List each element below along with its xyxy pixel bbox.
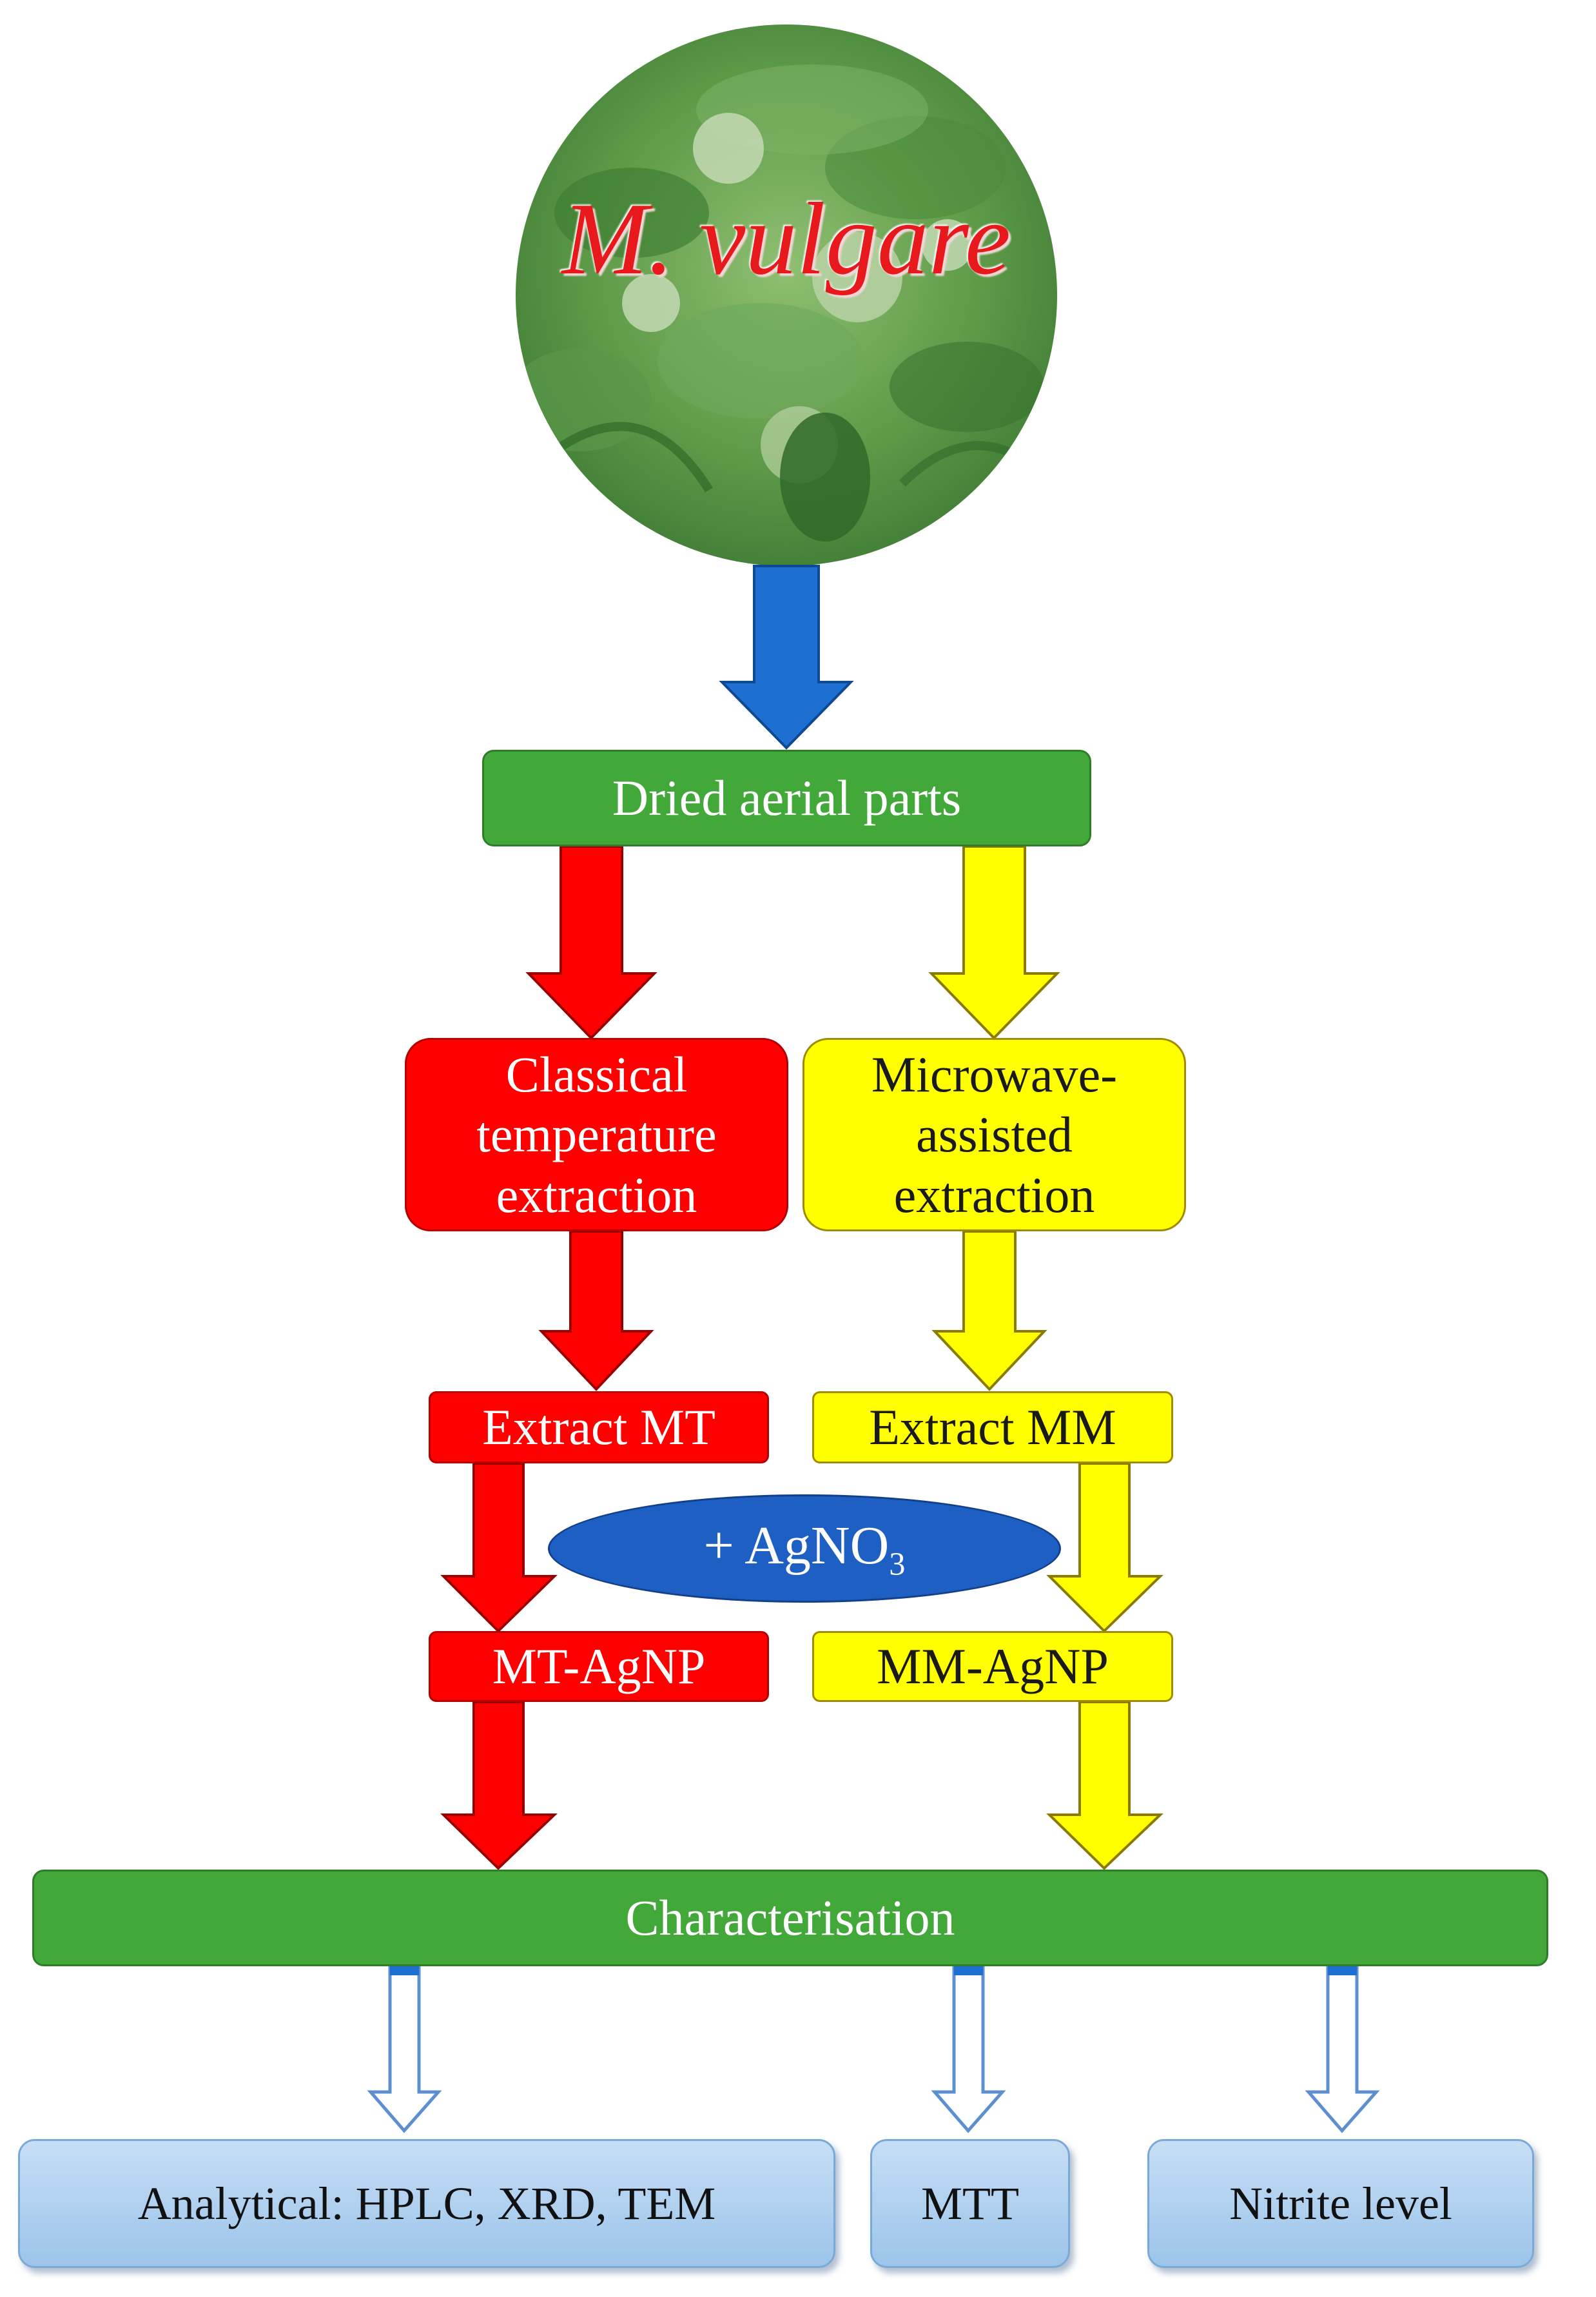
agno3-reagent-ellipse: + AgNO3 bbox=[548, 1494, 1061, 1603]
arrow-to-mtt bbox=[931, 1964, 1006, 2133]
arrow-microwave-to-extract-mm bbox=[931, 1230, 1047, 1391]
classical-line-1: Classical bbox=[505, 1046, 688, 1102]
agno3-label: + AgNO3 bbox=[703, 1516, 906, 1582]
mtt-label: MTT bbox=[921, 2178, 1019, 2229]
mt-agnp-box: MT-AgNP bbox=[429, 1631, 769, 1702]
analytical-box: Analytical: HPLC, XRD, TEM bbox=[18, 2139, 835, 2268]
dried-aerial-parts-box: Dried aerial parts bbox=[482, 750, 1091, 846]
arrow-to-analytical bbox=[367, 1964, 442, 2133]
analytical-label: Analytical: HPLC, XRD, TEM bbox=[137, 2178, 716, 2229]
mm-agnp-label: MM-AgNP bbox=[877, 1638, 1109, 1695]
arrow-extract-mm-to-mm-agnp bbox=[1046, 1462, 1163, 1633]
mtt-box: MTT bbox=[870, 2139, 1070, 2268]
arrow-dried-to-classical bbox=[525, 845, 657, 1040]
extract-mm-box: Extract MM bbox=[812, 1391, 1173, 1463]
classical-line-3: extraction bbox=[496, 1166, 697, 1223]
foliage-texture bbox=[516, 64, 1044, 542]
arrow-classical-to-extract-mt bbox=[538, 1230, 654, 1391]
arrow-mm-agnp-to-characterisation bbox=[1046, 1701, 1163, 1870]
classical-extraction-box: Classical temperature extraction bbox=[405, 1038, 788, 1231]
extract-mt-label: Extract MT bbox=[482, 1399, 715, 1456]
classical-line-2: temperature bbox=[476, 1106, 717, 1163]
nitrite-label: Nitrite level bbox=[1229, 2178, 1452, 2229]
characterisation-label: Characterisation bbox=[625, 1890, 955, 1946]
plant-name-label: M. vulgare bbox=[561, 181, 1011, 296]
arrow-extract-mt-to-mt-agnp bbox=[440, 1462, 558, 1633]
dried-aerial-parts-label: Dried aerial parts bbox=[612, 770, 962, 826]
microwave-extraction-box: Microwave- assisted extraction bbox=[803, 1038, 1186, 1231]
nitrite-box: Nitrite level bbox=[1147, 2139, 1534, 2268]
extract-mm-label: Extract MM bbox=[869, 1399, 1116, 1456]
microwave-line-3: extraction bbox=[893, 1166, 1095, 1223]
arrow-mt-agnp-to-characterisation bbox=[440, 1701, 558, 1870]
arrow-to-nitrite bbox=[1305, 1964, 1380, 2133]
arrow-photo-to-dried bbox=[719, 565, 854, 750]
characterisation-box: Characterisation bbox=[32, 1870, 1548, 1966]
mt-agnp-label: MT-AgNP bbox=[492, 1638, 706, 1695]
mm-agnp-box: MM-AgNP bbox=[812, 1631, 1173, 1702]
extract-mt-box: Extract MT bbox=[429, 1391, 769, 1463]
microwave-line-2: assisted bbox=[916, 1106, 1073, 1163]
arrow-dried-to-microwave bbox=[928, 845, 1060, 1040]
microwave-line-1: Microwave- bbox=[871, 1046, 1118, 1102]
